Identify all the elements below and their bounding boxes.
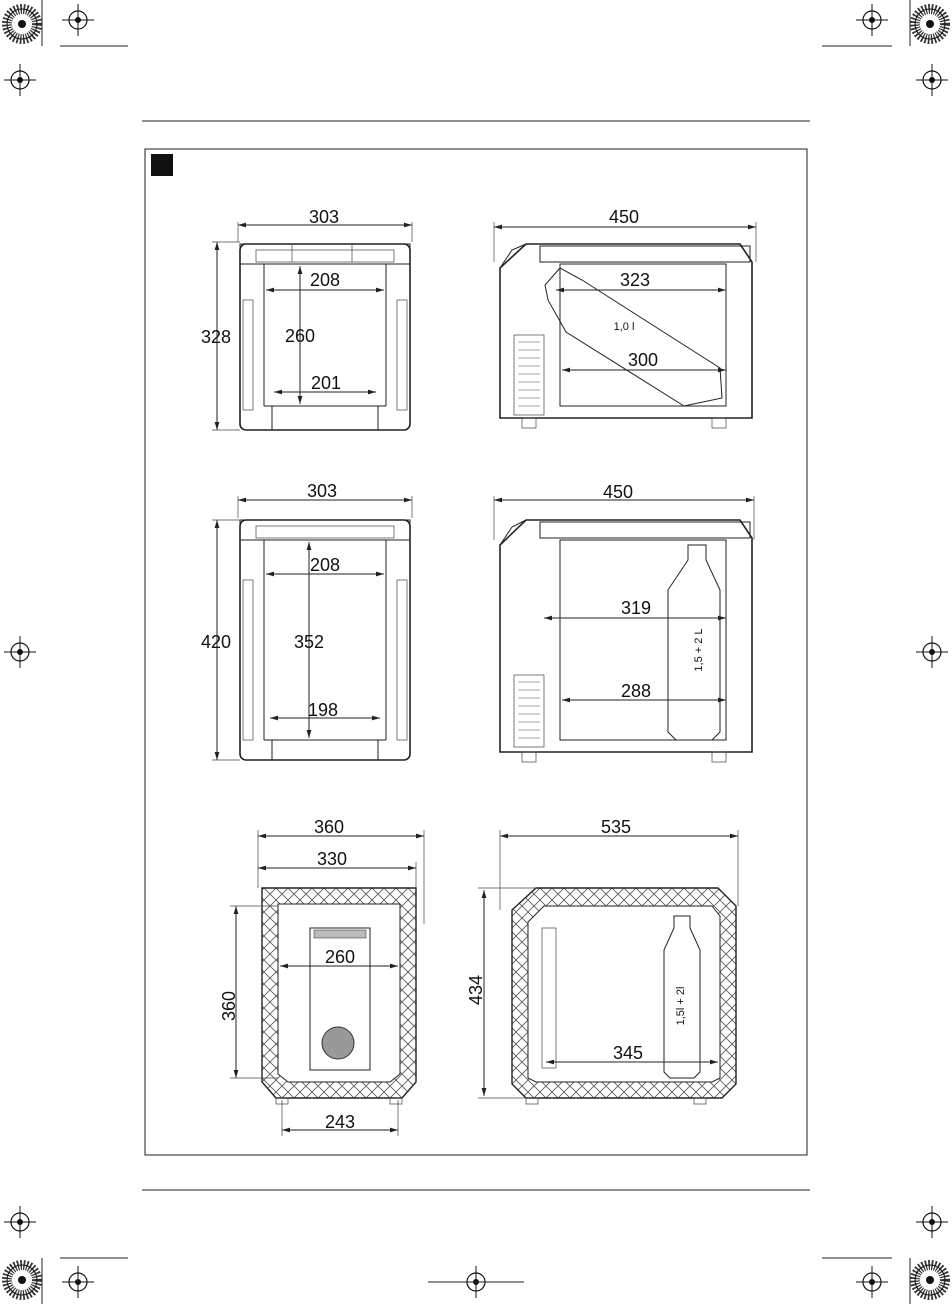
drawing-section-front	[230, 830, 424, 1136]
printer-marks	[4, 0, 948, 1304]
dim-inner-width-208-b: 208	[310, 555, 340, 575]
dim-width-360: 360	[314, 817, 344, 837]
dim-width-303: 303	[309, 207, 339, 227]
bottle-label-1l: 1,0 l	[614, 321, 635, 333]
dim-inner-height-352: 352	[294, 632, 324, 652]
dim-inner-height-260: 260	[285, 326, 315, 346]
dim-inner-length-345: 345	[613, 1043, 643, 1063]
dim-width-303-b: 303	[307, 481, 337, 501]
dim-height-420: 420	[201, 632, 231, 652]
drawing-front-large	[212, 496, 412, 760]
dim-inner-length-319: 319	[621, 598, 651, 618]
dim-height-360: 360	[219, 991, 239, 1021]
dim-width-330: 330	[317, 849, 347, 869]
figure-marker	[151, 154, 173, 176]
dim-inner-bottom-300: 300	[628, 350, 658, 370]
dim-length-450-b: 450	[603, 482, 633, 502]
dim-inner-length-323: 323	[620, 270, 650, 290]
dim-length-535: 535	[601, 817, 631, 837]
dim-inner-width-208: 208	[310, 270, 340, 290]
dim-inner-width-260: 260	[325, 947, 355, 967]
drawing-side-large	[494, 496, 754, 762]
dim-inner-bottom-288: 288	[621, 681, 651, 701]
dim-bottom-width-198: 198	[308, 700, 338, 720]
bottle-label-1-5-2l: 1,5 + 2 L	[693, 628, 705, 671]
dim-length-450: 450	[609, 207, 639, 227]
bottle-label-1-5l-2l: 1,5l + 2l	[675, 987, 687, 1026]
drawing-section-side	[478, 830, 738, 1104]
dim-bottom-width-201: 201	[311, 373, 341, 393]
dim-height-434: 434	[466, 975, 486, 1005]
dim-height-328: 328	[201, 327, 231, 347]
dim-bottom-width-243: 243	[325, 1112, 355, 1132]
